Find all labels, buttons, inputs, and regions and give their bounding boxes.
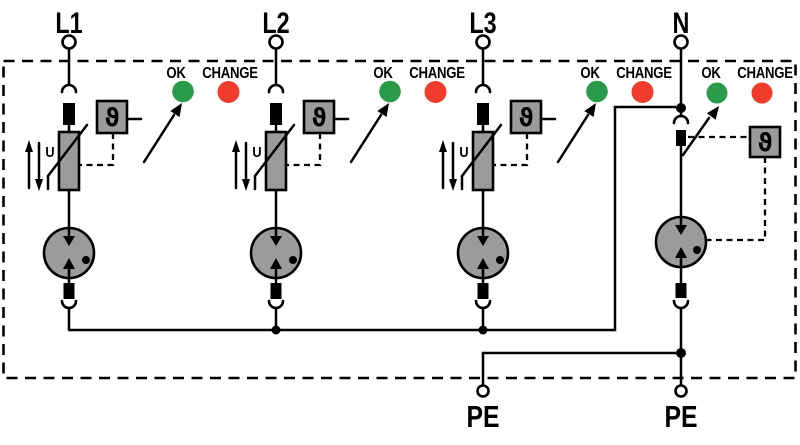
terminal-label-l2: L2 <box>262 6 289 39</box>
change-label: CHANGE <box>737 65 793 82</box>
status-pointer-arrow <box>556 113 590 164</box>
spark-gap-top-arrowhead <box>675 225 687 235</box>
theta-symbol: ϑ <box>105 103 120 132</box>
disconnect-contact-top-icon <box>60 83 78 94</box>
change-led <box>631 81 654 103</box>
branch-l3: L3 U ϑ OK CHANGE <box>439 6 673 332</box>
spark-gap-bottom-arrowhead <box>63 258 75 269</box>
disconnect-element-bottom <box>270 283 282 299</box>
ok-label: OK <box>373 65 393 82</box>
spark-gap-bottom-arrowhead <box>477 258 489 269</box>
down-arrowhead-icon <box>449 179 457 191</box>
up-arrowhead-icon <box>232 140 240 152</box>
terminal-pe-left <box>476 384 490 398</box>
disconnect-contact-top-icon <box>672 114 690 125</box>
voltage-dependence-label: U <box>459 143 468 160</box>
ok-label: OK <box>166 65 186 82</box>
ok-led <box>379 80 401 103</box>
disconnect-contact-top-icon <box>267 83 285 94</box>
ok-led <box>172 80 194 103</box>
thermal-disconnect-element <box>477 103 489 125</box>
phase-common-bus <box>69 105 676 332</box>
thermal-link-dashed <box>79 133 115 167</box>
voltage-dependence-label: U <box>45 143 54 160</box>
up-arrowhead-icon <box>439 140 447 152</box>
terminal-label-pe-right: PE <box>664 399 697 433</box>
spark-gap-dot <box>289 256 297 264</box>
disconnect-element-bottom <box>477 283 489 299</box>
down-arrowhead-icon <box>242 179 250 191</box>
terminal-n <box>673 34 689 50</box>
spark-gap-bottom-arrowhead <box>675 247 687 258</box>
terminal-label-n: N <box>673 6 690 39</box>
ok-led <box>706 82 728 104</box>
terminal-l1 <box>61 34 77 50</box>
thermal-disconnect-element <box>63 103 75 125</box>
branch-n: N PE ϑ OK CHANGE <box>654 6 794 434</box>
spark-gap-dot <box>693 246 701 254</box>
thermal-link-dashed <box>707 157 767 242</box>
disconnect-element-bottom <box>675 283 687 298</box>
disconnect-contact-top-icon <box>474 83 492 94</box>
disconnect-element-bottom <box>63 283 75 299</box>
terminal-label-pe-left: PE <box>466 399 499 433</box>
ok-label: OK <box>701 65 721 82</box>
varistor-strike-line <box>460 123 503 178</box>
status-pointer-arrowhead <box>170 103 182 117</box>
thermal-monitor-box <box>509 99 543 135</box>
thermal-link-dashed <box>286 133 322 167</box>
spark-gap-top-arrowhead <box>63 236 75 246</box>
pe-equipotential-line <box>481 351 676 386</box>
thermal-link-dashed <box>493 133 529 167</box>
terminal-l3 <box>475 34 491 50</box>
voltage-dependence-label: U <box>252 143 261 160</box>
spark-gap-dot <box>82 256 90 264</box>
branch-l1: L1 U ϑ OK CHAN <box>25 6 259 332</box>
status-pointer-arrowhead <box>377 103 389 117</box>
status-pointer-arrow <box>349 113 383 164</box>
ok-led <box>586 80 608 103</box>
theta-symbol: ϑ <box>758 128 773 157</box>
terminal-l2 <box>268 34 284 50</box>
spark-gap-bottom-arrowhead <box>270 258 282 269</box>
change-label: CHANGE <box>616 65 672 82</box>
change-label: CHANGE <box>409 65 465 82</box>
spark-gap-dot <box>496 256 504 264</box>
junction-dot-l3 <box>478 325 488 335</box>
terminal-pe-right <box>674 384 688 398</box>
change-led <box>424 81 447 103</box>
status-pointer-arrowhead <box>706 106 719 120</box>
terminal-label-l1: L1 <box>55 6 82 39</box>
theta-symbol: ϑ <box>519 103 534 132</box>
thermal-disconnect-element <box>676 130 686 146</box>
change-label: CHANGE <box>202 65 258 82</box>
terminal-label-l3: L3 <box>469 6 496 39</box>
junction-dot-l2 <box>271 325 281 335</box>
spark-gap-top-arrowhead <box>270 236 282 246</box>
change-led <box>751 82 773 104</box>
branch-l2: L2 U ϑ OK CHANGE <box>232 6 466 332</box>
up-arrowhead-icon <box>25 140 33 152</box>
common-connections: PE <box>69 105 676 434</box>
thermal-disconnect-element <box>270 103 282 125</box>
varistor-strike-line <box>253 123 296 178</box>
down-arrowhead-icon <box>35 179 43 191</box>
theta-symbol: ϑ <box>312 103 327 132</box>
change-led <box>217 81 240 103</box>
ok-label: OK <box>580 65 600 82</box>
status-pointer-arrow <box>142 113 176 164</box>
status-pointer-arrowhead <box>584 103 596 117</box>
status-pointer-arrow <box>681 116 711 157</box>
device-enclosure-border <box>2 59 797 380</box>
spark-gap-top-arrowhead <box>477 236 489 246</box>
varistor-strike-line <box>46 123 89 178</box>
